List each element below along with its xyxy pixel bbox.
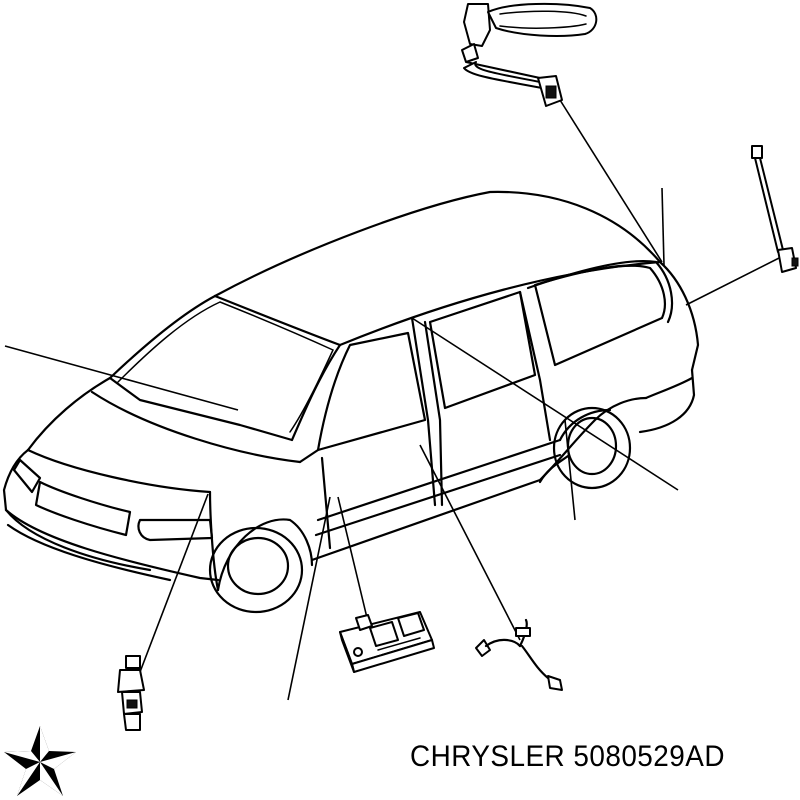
wiring-harness-part xyxy=(475,618,563,691)
control-module-part xyxy=(339,611,435,673)
leader-lines xyxy=(4,99,786,701)
rear-strut-part xyxy=(751,145,799,273)
door-switch-part xyxy=(117,655,145,731)
part-number-label: CHRYSLER 5080529AD xyxy=(410,740,725,773)
interior-mirror-part xyxy=(461,2,598,107)
pentastar-logo-icon xyxy=(4,726,76,796)
minivan-body xyxy=(2,190,700,614)
